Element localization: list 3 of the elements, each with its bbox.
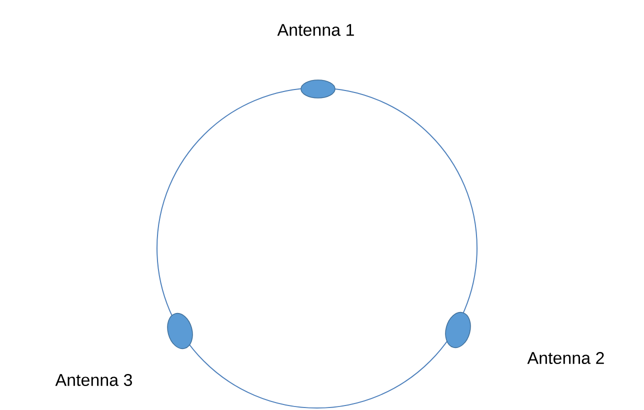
antenna-label: Antenna 1 [277,24,354,36]
antenna-label: Antenna 2 [527,352,604,364]
antenna-label: Antenna 3 [55,374,132,386]
